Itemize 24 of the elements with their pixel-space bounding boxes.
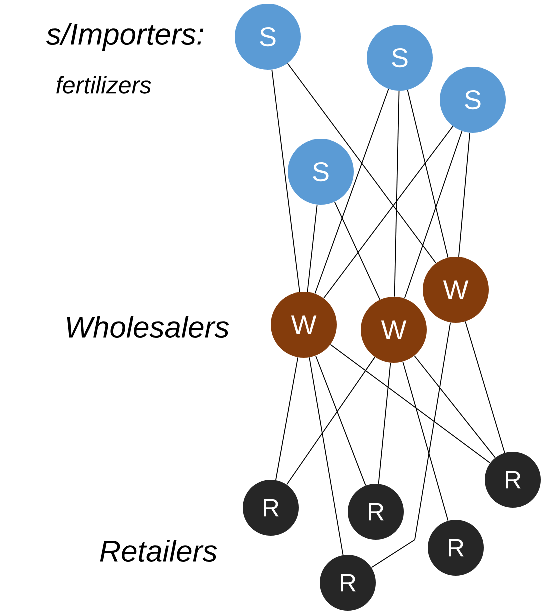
connector-line [276,357,299,481]
connector-line [287,63,437,264]
connector-line [309,357,344,556]
connector-line [465,321,506,454]
connector-line [315,356,366,486]
connector-line [414,356,496,458]
connector-line [371,322,452,568]
connector-line [394,90,400,298]
connector-line [272,70,300,292]
connector-line [286,356,376,486]
connector-line [307,204,318,292]
connector-line [334,202,381,300]
connector-line [458,132,470,258]
connector-line [330,344,491,464]
connector-line [404,130,463,300]
row-label: Retailers [100,540,218,562]
subheading: fertilizers [56,76,152,94]
connector-line [407,90,449,258]
heading: s/Importers: [46,23,204,51]
connector-line [314,88,390,294]
connector-line [324,126,454,299]
connector-line [402,362,449,522]
connector-line [378,362,392,484]
row-label: Wholesalers [67,316,230,338]
